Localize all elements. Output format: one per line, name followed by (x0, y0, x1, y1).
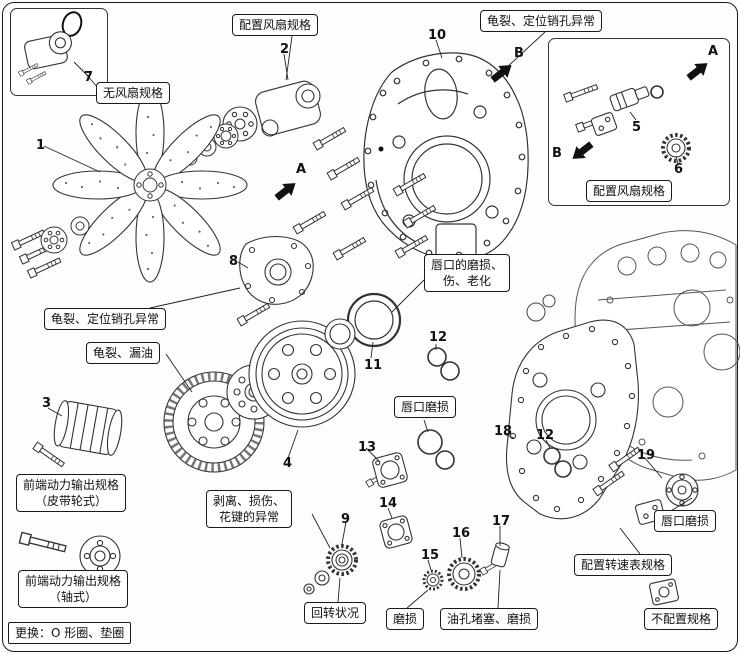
part-number-16: 16 (452, 526, 471, 541)
water-pump (222, 80, 321, 142)
callout-crack-pin-hole-left: 龟裂、定位销孔异常 (44, 308, 167, 331)
callout-fan-spec-inset: 配置风扇规格 (586, 180, 673, 203)
oil-seal (346, 292, 402, 348)
part-number-13: 13 (358, 440, 377, 455)
view-marker-b-main: B (514, 46, 524, 61)
crank-pulley-group (163, 318, 356, 473)
callout-wear: 磨损 (386, 608, 425, 631)
part-number-10: 10 (428, 28, 447, 43)
part-number-11: 11 (364, 358, 383, 373)
part-number-7: 7 (84, 70, 94, 85)
callout-fan-spec-top: 配置风扇规格 (232, 14, 319, 37)
fan-spacers (182, 123, 239, 166)
cover-plate (239, 235, 314, 305)
part-number-17: 17 (492, 514, 511, 529)
callout-lip-wear-right: 唇口磨损 (654, 510, 717, 533)
rear-plate (505, 319, 639, 520)
cooling-fan (52, 87, 248, 283)
callout-lip-wear-mid: 唇口磨损 (394, 396, 457, 419)
callout-rotation-status: 回转状况 (304, 602, 367, 625)
oil-plug-17 (490, 542, 510, 568)
part-number-9: 9 (341, 512, 351, 527)
o-rings-rear (543, 447, 572, 478)
part-number-15: 15 (421, 548, 440, 563)
callout-oil-hole-clog-wear: 油孔堵塞、磨损 (440, 608, 539, 631)
callout-replace-note: 更换：O 形圈、垫圈 (8, 622, 132, 645)
pto-flange-13 (372, 452, 408, 488)
view-marker-a-main: A (296, 162, 307, 177)
callout-crack-oil-leak: 龟裂、漏油 (86, 342, 161, 365)
part-number-3: 3 (42, 396, 52, 411)
fan-hub-discs (40, 216, 90, 254)
callout-crack-pin-hole-top: 龟裂、定位销孔异常 (480, 10, 603, 33)
part-number-12: 12 (429, 330, 448, 345)
no-config-plate (649, 578, 679, 606)
no-fan-inset-box (10, 8, 108, 96)
part-number-1: 1 (36, 138, 46, 153)
spline-hub (303, 544, 358, 595)
part-number-19: 19 (637, 448, 656, 463)
drive-gear-16 (447, 557, 481, 591)
engine-block (574, 230, 740, 481)
view-marker-a-inset: A (708, 44, 719, 59)
callout-pto-shaft: 前端动力输出规格 （轴式） (18, 570, 129, 609)
view-marker-b-inset: B (552, 146, 562, 161)
pto-belt-pulley (53, 400, 123, 456)
timing-gear-case (363, 52, 529, 261)
callout-pto-belt: 前端动力输出规格 （皮带轮式） (16, 474, 127, 513)
callout-tachometer-spec: 配置转速表规格 (574, 554, 673, 577)
callout-no-tachometer-spec: 不配置规格 (644, 608, 719, 631)
callout-lip-wear-aging: 唇口的磨损、 伤、老化 (424, 254, 511, 293)
part-number-12b: 12 (536, 428, 555, 443)
pto-flange-14 (379, 515, 413, 549)
idler-gear-15 (422, 569, 444, 591)
callout-no-fan-spec: 无风扇规格 (96, 82, 171, 105)
part-number-18: 18 (494, 424, 513, 439)
callout-spline-damage: 剥离、损伤、 花键的异常 (206, 490, 293, 529)
part-number-14: 14 (379, 496, 398, 511)
part-number-8: 8 (229, 254, 239, 269)
part-number-5: 5 (632, 120, 642, 135)
part-number-6: 6 (674, 162, 684, 177)
part-number-2: 2 (280, 42, 290, 57)
part-number-4: 4 (283, 456, 293, 471)
